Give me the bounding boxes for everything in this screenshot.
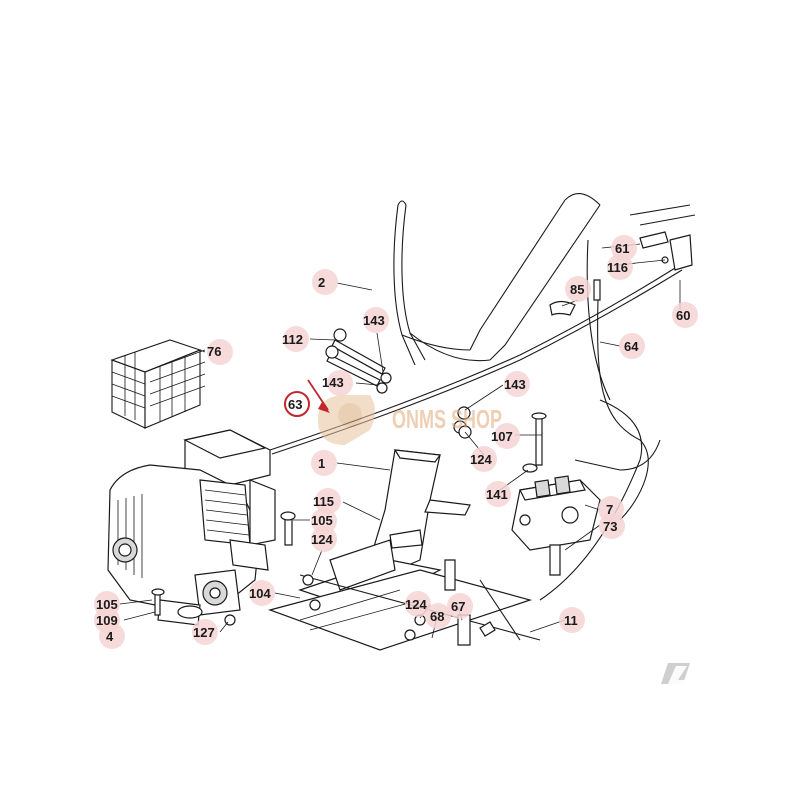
part-label: 2	[318, 275, 325, 290]
part-label: 124	[405, 597, 427, 612]
part-label: 68	[430, 609, 444, 624]
part-label: 141	[486, 487, 508, 502]
brand-logo	[661, 663, 690, 684]
part-label: 61	[615, 241, 629, 256]
label-bubbles	[94, 235, 698, 649]
highlight-ring	[284, 391, 310, 417]
part-label: 105	[96, 597, 118, 612]
handlebar-frame	[393, 193, 696, 366]
part-label: 67	[451, 599, 465, 614]
part-label: 112	[282, 332, 303, 347]
engine	[107, 429, 276, 626]
highlight-arrow	[284, 379, 330, 417]
part-label: 105	[311, 513, 333, 528]
watermark-text: ONMS SHOP	[392, 404, 502, 434]
part-label: 116	[607, 260, 628, 275]
part-label: 143	[322, 375, 344, 390]
part-label: 73	[603, 519, 617, 534]
grid-guard	[110, 339, 206, 429]
part-label: 1	[318, 456, 325, 471]
part-label: 76	[207, 344, 221, 359]
part-label: 11	[564, 613, 578, 628]
part-label: 143	[363, 313, 385, 328]
leader-lines	[119, 243, 681, 639]
part-label: 64	[624, 339, 639, 354]
part-label: 107	[491, 429, 513, 444]
part-label: 63	[288, 397, 302, 412]
part-label: 85	[570, 282, 584, 297]
part-label: 143	[504, 377, 526, 392]
watermark: ONMS SHOP	[318, 395, 502, 445]
main-frame-bracket	[268, 449, 541, 651]
carburettor	[511, 475, 601, 576]
part-labels: 2 76 112 143 143 143 63 1 107 124 141 11…	[96, 241, 690, 644]
part-label: 4	[106, 629, 114, 644]
part-label: 60	[676, 308, 690, 323]
part-label: 124	[470, 452, 492, 467]
part-label: 109	[96, 613, 118, 628]
part-label: 124	[311, 532, 333, 547]
part-label: 104	[249, 586, 271, 601]
part-label: 127	[193, 625, 215, 640]
part-label: 7	[606, 502, 613, 517]
part-label: 115	[313, 494, 334, 509]
